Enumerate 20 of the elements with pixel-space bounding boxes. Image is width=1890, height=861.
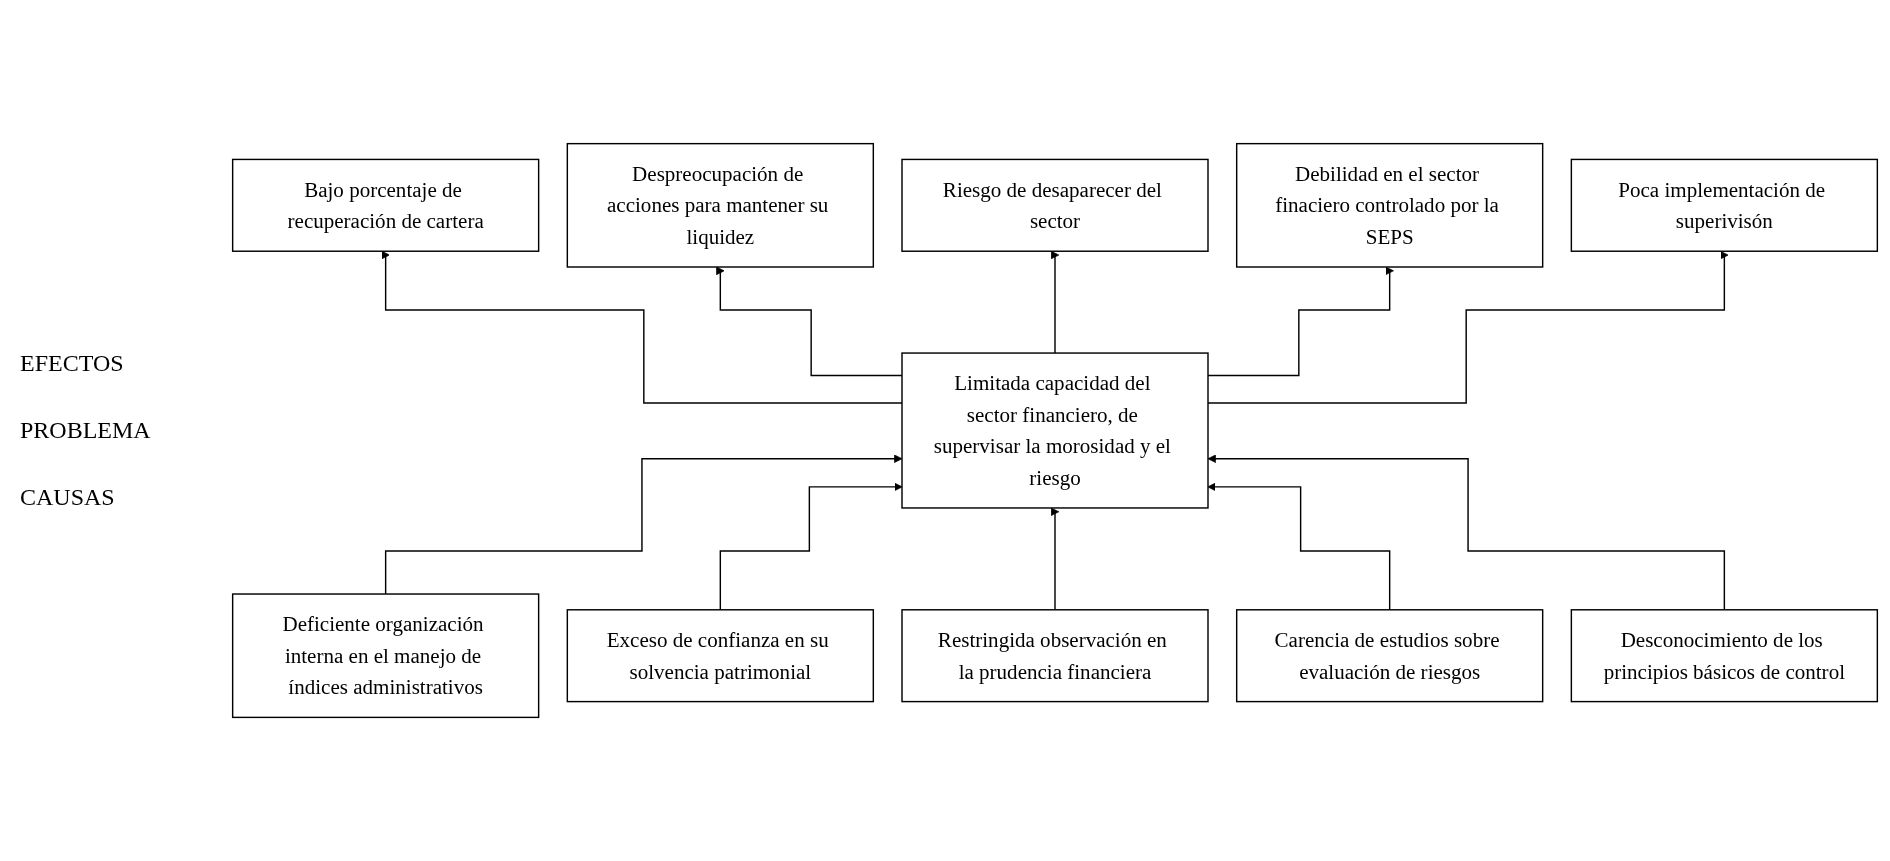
- arrow: [384, 454, 903, 595]
- node-box: Restringida observación en la prudencia financiera: [901, 609, 1209, 703]
- node-box: Poca implementación de superivisón: [1570, 158, 1879, 252]
- section-label: EFECTOS: [20, 350, 125, 377]
- arrow: [1050, 507, 1060, 611]
- section-label: CAUSAS: [20, 484, 116, 511]
- node-box: Desconocimiento de los principios básicos de control: [1570, 609, 1879, 703]
- arrow: [381, 250, 903, 404]
- node-box: Despreocupación de acciones para mantener su liquidez: [566, 142, 875, 268]
- node-box: Bajo porcentaje de recuperación de cartera: [231, 158, 540, 252]
- arrow: [716, 266, 903, 377]
- arrow: [1050, 250, 1060, 354]
- arrow: [719, 482, 903, 611]
- node-box: Exceso de confianza en su solvencia patrimonial: [566, 609, 875, 703]
- node-box: Riesgo de desaparecer del sector: [901, 158, 1209, 252]
- node-box: Limitada capacidad del sector financiero, de supervisar la morosidad y el riesgo: [901, 352, 1209, 509]
- node-box: Debilidad en el sector finaciero controlado por la SEPS: [1235, 142, 1544, 268]
- section-label: PROBLEMA: [20, 417, 152, 444]
- node-box: Deficiente organización interna en el manejo de índices administrativos: [231, 593, 540, 719]
- node-box: Carencia de estudios sobre evaluación de riesgos: [1235, 609, 1544, 703]
